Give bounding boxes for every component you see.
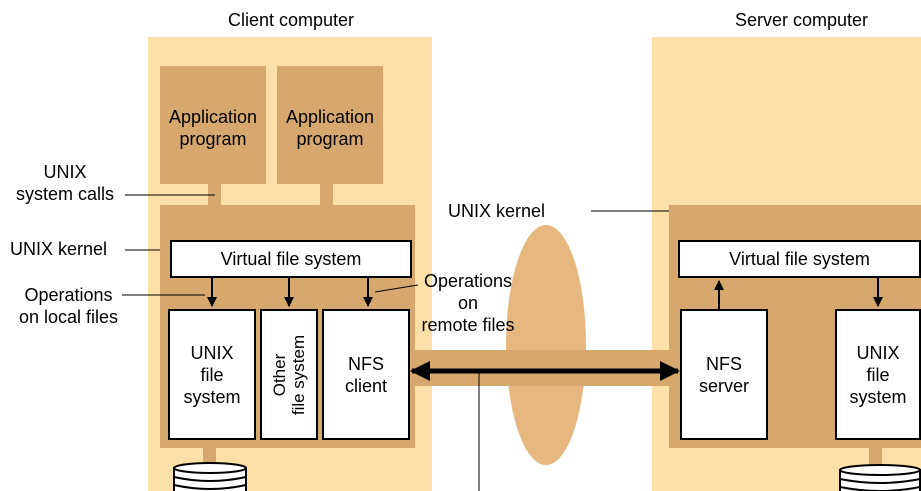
client-disk-icon	[173, 462, 247, 491]
remote-ops-leader	[374, 284, 419, 293]
client-computer-title: Client computer	[228, 10, 355, 30]
unix-kernel-left-label: UNIX kernel	[10, 239, 108, 259]
server-unix-fs-line2: file	[866, 364, 890, 385]
client-app-program-2: Application program	[277, 66, 383, 184]
unix-kernel-center-label: UNIX kernel	[448, 201, 546, 221]
nfs-server-box: NFS server	[680, 309, 768, 440]
server-unix-fs-line3: system	[849, 386, 907, 407]
remote-ops-line2: on	[457, 293, 479, 313]
nfs-client-line2: client	[344, 375, 388, 396]
remote-ops-line1: Operations	[423, 271, 513, 291]
nfs-client-box: NFS client	[322, 309, 410, 440]
server-unix-fs-line1: UNIX	[856, 342, 900, 363]
server-disk-connector	[869, 447, 882, 469]
client-unix-file-system: UNIX file system	[168, 309, 256, 440]
server-virtual-file-system: Virtual file system	[678, 240, 921, 278]
remote-ops-line3: remote files	[421, 315, 515, 335]
client-vfs-label: Virtual file system	[220, 249, 362, 269]
client-unix-fs-line1: UNIX	[190, 342, 234, 363]
local-ops-line2: on local files	[18, 307, 119, 327]
app-program-1-line2: program	[179, 129, 247, 149]
network-ellipse	[506, 225, 586, 465]
nfs-client-line1: NFS	[348, 353, 384, 374]
syscalls-line1: UNIX	[43, 162, 87, 182]
client-unix-fs-line3: system	[183, 386, 241, 407]
nfs-server-line2: server	[698, 375, 749, 396]
server-vfs-label: Virtual file system	[729, 249, 870, 269]
syscalls-line2: system calls	[15, 184, 114, 204]
client-app1-connector	[208, 182, 221, 206]
server-unix-file-system: UNIX file system	[835, 309, 921, 440]
local-ops-line1: Operations	[24, 285, 113, 305]
remote-ops-label: Operations on remote files	[412, 270, 524, 336]
client-unix-fs-line2: file	[200, 364, 224, 385]
syscalls-label: UNIX system calls	[10, 161, 120, 205]
nfs-server-line1: NFS	[705, 353, 742, 374]
local-ops-label: Operations on local files	[6, 284, 131, 328]
app-program-2-line1: Application	[285, 107, 375, 127]
client-virtual-file-system: Virtual file system	[170, 240, 412, 278]
client-app-program-1: Application program	[160, 66, 266, 184]
app-program-2-line2: program	[296, 129, 364, 149]
client-disk-connector	[203, 447, 216, 467]
server-computer-title: Server computer	[735, 10, 869, 30]
app-program-1-line1: Application	[168, 107, 258, 127]
server-disk-icon	[839, 464, 921, 491]
client-app2-connector	[320, 182, 333, 206]
client-other-file-system: Other file system	[260, 309, 318, 440]
